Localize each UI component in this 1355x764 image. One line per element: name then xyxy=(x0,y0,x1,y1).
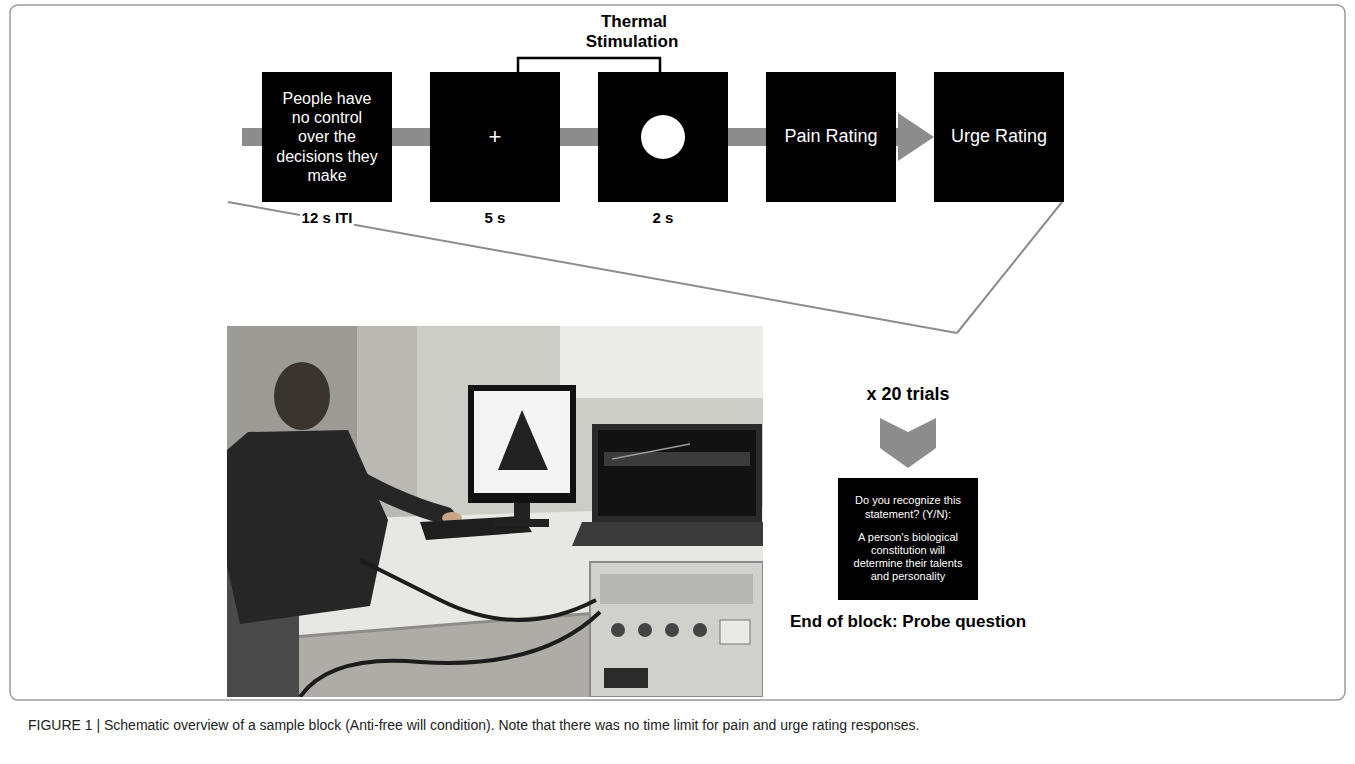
lab-photo xyxy=(274,362,330,430)
node-content: + xyxy=(440,124,550,150)
lab-photo xyxy=(300,612,600,697)
lab-photo xyxy=(468,385,576,503)
lab-photo xyxy=(227,326,763,697)
lab-photo xyxy=(665,623,679,637)
lab-photo xyxy=(227,326,763,697)
bracket-label: Thermal Stimulation xyxy=(586,12,681,51)
duration-label: 2 s xyxy=(651,209,676,226)
lab-photo xyxy=(612,444,690,459)
arrow-head xyxy=(898,113,934,161)
stimulus-circle xyxy=(641,115,685,159)
figure-caption: FIGURE 1 | Schematic overview of a sampl… xyxy=(28,716,1328,734)
node-content: Pain Rating xyxy=(776,126,886,148)
arrow-band xyxy=(896,128,898,146)
lab-photo xyxy=(611,623,625,637)
down-chevron xyxy=(880,418,936,468)
lab-photo xyxy=(604,668,648,688)
repeat-label: x 20 trials xyxy=(864,384,951,404)
arrow-band xyxy=(560,128,598,146)
zoom-lines xyxy=(957,202,1062,333)
node-text: People have no control over the decision… xyxy=(276,89,378,185)
duration-label: 5 s xyxy=(483,209,508,226)
lab-photo xyxy=(572,522,763,546)
lab-photo xyxy=(638,623,652,637)
probe-label: End of block: Probe question xyxy=(788,612,1028,631)
stimulation-bracket xyxy=(518,58,660,72)
fixation-box: + xyxy=(430,72,560,202)
lab-photo xyxy=(227,430,388,624)
arrow-band xyxy=(392,128,430,146)
node-text: A person's biological constitution will … xyxy=(846,531,970,584)
zoom-lines xyxy=(228,202,957,333)
duration-label: 12 s ITI xyxy=(300,209,355,226)
lab-photo xyxy=(340,468,446,516)
lab-photo xyxy=(514,503,530,521)
node-text: Urge Rating xyxy=(944,126,1054,148)
lab-photo xyxy=(604,452,750,466)
zoom-lines xyxy=(228,202,1062,333)
statement-box: People have no control over the decision… xyxy=(262,72,392,202)
rating-box: Urge Rating xyxy=(934,72,1064,202)
label-holder: x 20 trials xyxy=(808,384,1008,406)
lab-photo xyxy=(592,424,762,522)
label-holder: 5 s xyxy=(435,209,555,227)
lab-photo xyxy=(693,623,707,637)
node-content: People have no control over the decision… xyxy=(276,89,378,185)
stimulus-box xyxy=(598,72,728,202)
label-holder: 2 s xyxy=(603,209,723,227)
figure-border xyxy=(10,5,1345,700)
lab-photo xyxy=(720,620,750,644)
sequence-arrow xyxy=(896,113,934,161)
sequence-arrow xyxy=(392,137,430,138)
lab-photo xyxy=(498,410,548,470)
node-text: Pain Rating xyxy=(776,126,886,148)
label-holder: 12 s ITI xyxy=(267,209,387,227)
arrow-band xyxy=(728,128,766,146)
sequence-arrow xyxy=(728,137,766,138)
node-content: Do you recognize this statement? (Y/N): A… xyxy=(846,494,970,583)
lab-photo xyxy=(598,430,756,516)
node-text: + xyxy=(440,124,550,150)
label-holder: End of block: Probe question xyxy=(748,612,1068,632)
lab-photo xyxy=(360,560,596,620)
sequence-arrow xyxy=(560,137,598,138)
lab-photo xyxy=(495,519,549,527)
lab-photo xyxy=(474,391,570,493)
label-holder: Thermal Stimulation xyxy=(568,12,698,53)
lab-photo xyxy=(560,326,763,398)
lab-photo xyxy=(590,562,763,697)
rating-box: Pain Rating xyxy=(766,72,896,202)
probe-box: Do you recognize this statement? (Y/N): A… xyxy=(838,478,978,600)
node-text: Do you recognize this statement? (Y/N): xyxy=(846,494,970,520)
node-content: Urge Rating xyxy=(944,126,1054,148)
lab-photo xyxy=(600,574,753,604)
